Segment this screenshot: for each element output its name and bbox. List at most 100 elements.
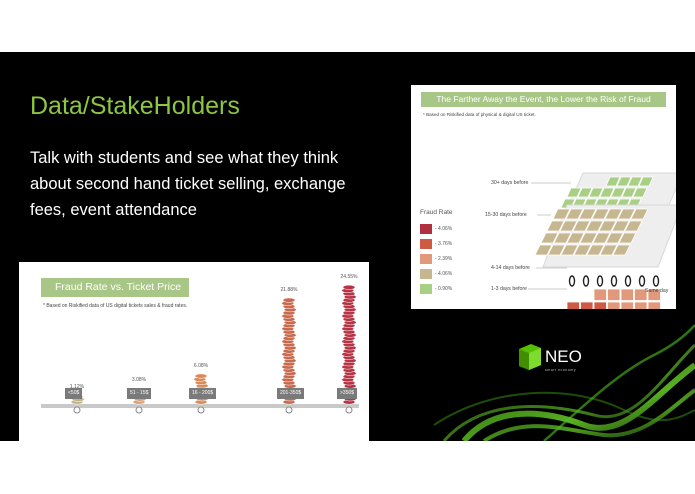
neo-tagline: smart economy: [545, 368, 577, 372]
calendar-ring: [624, 275, 632, 287]
neo-brand-panel: NEO smart economy: [424, 315, 695, 441]
calendar-tile: [553, 232, 572, 244]
legend-title: Fraud Rate: [420, 209, 453, 216]
baseline-marker: [73, 406, 81, 414]
calendar-tile: [591, 208, 610, 220]
value-label: 1.12%: [69, 384, 85, 390]
value-label: 24.55%: [340, 274, 358, 281]
calendar-tile: [560, 244, 579, 256]
calendar-tile: [605, 232, 624, 244]
calendar-tile: [611, 220, 630, 232]
coin-stack-chart: [70, 284, 357, 414]
legend-label: - 2.39%: [435, 256, 453, 262]
legend-label: - 4.06%: [435, 271, 453, 277]
calendar-tile: [620, 288, 634, 301]
calendar-ring: [582, 275, 590, 287]
calendar-tile: [607, 301, 621, 309]
baseline-marker: [285, 406, 293, 414]
calendar-ring: [652, 275, 660, 287]
calendar-tile: [620, 301, 634, 309]
calendar-tile: [605, 176, 621, 187]
calendar-tile: [598, 220, 617, 232]
presentation-slide: Data/StakeHolders Talk with students and…: [0, 52, 695, 441]
calendar-tile: [612, 244, 631, 256]
legend-label: - 3.76%: [435, 241, 453, 247]
calendar-tile: [534, 244, 553, 256]
calendar-ring: [610, 275, 618, 287]
coin-stack-bar: [341, 284, 357, 405]
legend-swatch: [420, 224, 432, 234]
label-15-30-days: 15-30 days before: [485, 212, 527, 218]
price-category-label: 201-350$: [277, 388, 305, 399]
slide-body-text: Talk with students and see what they thi…: [30, 149, 346, 219]
calendar-ring: [596, 275, 604, 287]
calendar-tile: [546, 220, 565, 232]
calendar-tile: [624, 220, 643, 232]
calendar-tile: [617, 208, 636, 220]
label-same-day: Same day: [645, 288, 669, 294]
legend-label: - 0.90%: [435, 286, 453, 292]
calendar-tile: [599, 244, 618, 256]
calendar-tile: [604, 208, 623, 220]
calendar-tile: [540, 232, 559, 244]
baseline-marker: [135, 406, 143, 414]
calendar-tile: [610, 187, 626, 198]
legend-swatch: [420, 284, 432, 294]
calendar-tile: [565, 208, 584, 220]
value-label: 3.08%: [131, 377, 147, 384]
distance-risk-infographic: The Farther Away the Event, the Lower th…: [411, 85, 676, 309]
price-category-label: >350$: [337, 388, 358, 399]
label-4-14-days: 4-14 days before: [491, 265, 530, 271]
baseline-marker: [345, 406, 353, 414]
calendar-tile: [566, 187, 582, 198]
calendar-tile: [580, 288, 594, 301]
calendar-tile: [580, 301, 594, 309]
calendar-tile: [547, 244, 566, 256]
calendar-tile: [577, 187, 593, 198]
calendar-tile: [586, 244, 605, 256]
calendar-tile: [593, 288, 607, 301]
calendar-tiles-chart: [528, 172, 676, 309]
baseline-marker: [197, 406, 205, 414]
calendar-tile: [630, 208, 649, 220]
distance-risk-title: The Farther Away the Event, the Lower th…: [421, 92, 666, 107]
calendar-tile: [579, 232, 598, 244]
fraud-vs-price-infographic: Fraud Rate vs. Ticket Price * Based on R…: [19, 262, 369, 441]
legend-swatch: [420, 239, 432, 249]
price-category-label: 16 - 200$: [189, 388, 217, 399]
calendar-tile: [566, 288, 580, 301]
coin-stack-bar: [281, 297, 297, 405]
calendar-tile: [634, 301, 648, 309]
calendar-tile: [599, 187, 615, 198]
calendar-tile: [585, 220, 604, 232]
fraud-vs-price-note: * Based on Riskified data of US digital …: [43, 303, 188, 309]
value-label: 6.08%: [193, 362, 209, 369]
label-30-days: 30+ days before: [491, 180, 529, 186]
calendar-tile: [573, 244, 592, 256]
calendar-tile: [592, 232, 611, 244]
distance-risk-note: * Based on Riskified data of physical & …: [423, 112, 536, 117]
neo-wordmark: NEO: [545, 347, 582, 366]
calendar-tile: [616, 176, 632, 187]
legend-swatch: [420, 254, 432, 264]
calendar-tile: [647, 288, 661, 301]
calendar-ring: [638, 275, 646, 287]
legend-swatch: [420, 269, 432, 279]
calendar-tile: [593, 301, 607, 309]
green-swirl-graphic: [433, 324, 695, 441]
slide-title: Data/StakeHolders: [30, 92, 240, 120]
calendar-tile: [572, 220, 591, 232]
calendar-tile: [588, 187, 604, 198]
calendar-tile: [578, 208, 597, 220]
calendar-tile: [559, 220, 578, 232]
price-category-label: 51 - 15$: [127, 388, 152, 399]
fraud-vs-price-title: Fraud Rate vs. Ticket Price: [41, 278, 189, 297]
value-label: 21.88%: [280, 286, 298, 293]
calendar-tile: [552, 208, 571, 220]
chart-baseline: [41, 404, 359, 408]
calendar-tile: [566, 232, 585, 244]
price-category-label: <50$: [65, 388, 83, 399]
calendar-tile: [647, 301, 661, 309]
calendar-ring: [568, 275, 576, 287]
calendar-tile: [634, 288, 648, 301]
